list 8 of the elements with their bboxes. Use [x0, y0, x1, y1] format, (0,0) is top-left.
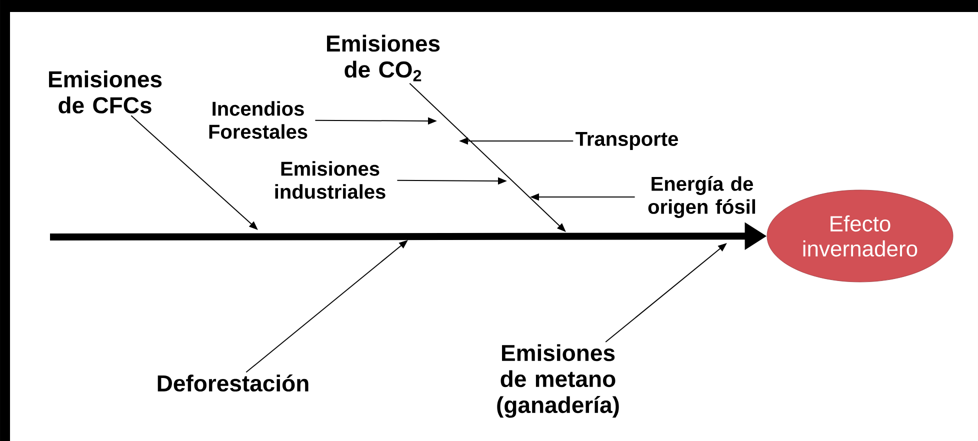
sub-cause-label: Incendios Forestales	[209, 101, 308, 139]
cause-label: Emisiones de CFCs	[49, 70, 162, 114]
sub-cause-label: Energía de origen fósil	[648, 176, 756, 218]
sub-cause-label: Transporte	[576, 132, 678, 150]
cause-label: Deforestación	[158, 374, 308, 392]
cause-label: Emisiones de CO$_{2}$	[327, 34, 440, 82]
sub-cause-label: Emisiones industriales	[275, 161, 386, 199]
cause-label: Emisiones de metano (ganadería)	[497, 344, 619, 418]
